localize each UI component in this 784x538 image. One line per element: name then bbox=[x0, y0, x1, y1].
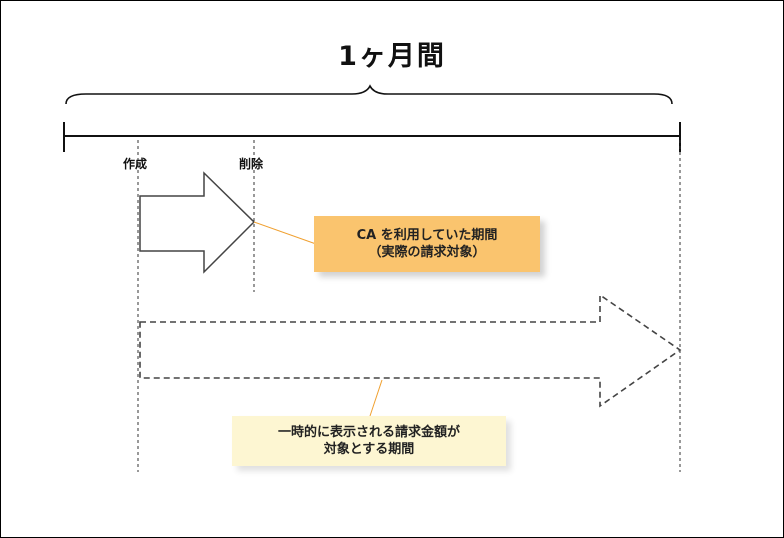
month-brace bbox=[65, 84, 673, 105]
period-title: 1ヶ月間 bbox=[338, 41, 446, 72]
deleted-label: 削除 bbox=[239, 157, 264, 171]
billing-callout: 一時的に表示される請求金額が 対象とする期間 bbox=[232, 416, 506, 466]
billing-connector bbox=[369, 379, 383, 417]
usage-connector bbox=[253, 221, 317, 245]
billing-callout-line1: 一時的に表示される請求金額が bbox=[277, 425, 460, 440]
billing-arrow bbox=[139, 293, 682, 408]
usage-callout: CA を利用していた期間 （実際の請求対象） bbox=[314, 216, 540, 272]
usage-callout-line1: CA を利用していた期間 bbox=[356, 228, 498, 243]
usage-callout-line2: （実際の請求対象） bbox=[368, 245, 486, 260]
billing-callout-line2: 対象とする期間 bbox=[323, 442, 415, 457]
created-label: 作成 bbox=[123, 157, 148, 171]
usage-arrow bbox=[139, 171, 256, 274]
